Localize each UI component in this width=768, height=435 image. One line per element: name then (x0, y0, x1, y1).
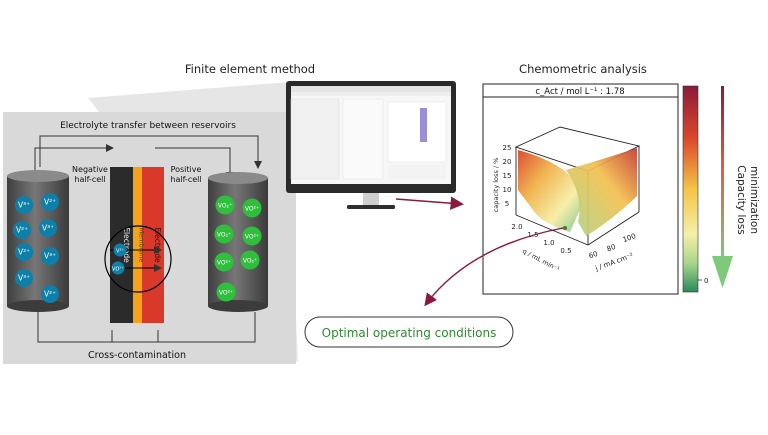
x-tick-1: 80 (606, 243, 617, 254)
negative-ion-3-bubble (39, 219, 57, 237)
z-tick-group: 25 20 15 10 5 (503, 144, 512, 208)
z-tick-0: 25 (503, 144, 512, 152)
plot-header: c_Act / mol L⁻¹ : 1.78 (535, 87, 624, 97)
negative-ion-7-label: V²⁺ (44, 290, 56, 299)
y-tick-3: 0.5 (560, 247, 571, 255)
z-tick-4: 5 (505, 200, 509, 208)
minimization-arrow-head (712, 256, 733, 288)
fem-title: Finite element method (185, 62, 315, 76)
plot-zlabel: capacity loss / % (492, 158, 500, 213)
optimal-conditions-label: Optimal operating conditions (322, 326, 497, 340)
negative-ion-5-label: V³⁺ (44, 252, 56, 261)
negative-ion-0-bubble (15, 196, 33, 214)
membrane-ion-group: V³⁺ VO²⁺ (111, 243, 127, 275)
arrow-label-line2: minimization (748, 166, 760, 234)
crossover-ion-0-label: V³⁺ (116, 249, 124, 255)
negative-ion-2-bubble (13, 221, 31, 239)
negative-ion-5-bubble (41, 247, 59, 265)
negative-reservoir (7, 170, 69, 312)
negative-ion-1-label: V²⁺ (44, 198, 56, 207)
positive-ion-0-bubble (215, 195, 235, 215)
arrow-label-line1: Capacity loss (735, 165, 747, 235)
crossover-ion-1-label: VO²⁺ (112, 267, 124, 273)
crosscontamination-label: Cross-contamination (88, 350, 186, 361)
positive-label-line1: Positive (171, 165, 202, 174)
positive-ion-4-label: VO²⁺ (217, 260, 231, 267)
monitor (286, 81, 456, 209)
crossover-ion-1-bubble (111, 261, 125, 275)
negative-ion-group: V³⁺ V²⁺ V²⁺ V³⁺ V²⁺ V³⁺ V³⁺ V²⁺ (13, 193, 59, 303)
negative-ion-1-bubble (41, 193, 59, 211)
transfer-neg-link (34, 144, 114, 180)
positive-ion-0-label: VO₂⁺ (218, 203, 232, 210)
chemometric-title: Chemometric analysis (519, 62, 647, 76)
positive-label-line2: half-cell (170, 175, 201, 184)
positive-ion-1-bubble (242, 198, 262, 218)
z-tick-3: 10 (503, 186, 512, 194)
membrane-label: Membrane (138, 228, 146, 263)
positive-ion-group: VO₂⁺ VO²⁺ VO₂⁺ VO²⁺ VO²⁺ VO₂⁺ VO²⁺ (214, 195, 262, 302)
positive-ion-3-label: VO²⁺ (245, 234, 259, 241)
transfer-pos-link (155, 147, 234, 180)
fem-to-plot-arrow (395, 196, 464, 210)
positive-ion-4-bubble (214, 252, 234, 272)
negative-ion-6-bubble (15, 269, 33, 287)
positive-ion-5-label: VO₂⁺ (243, 258, 257, 265)
negative-ion-4-bubble (15, 243, 33, 261)
transfer-loop-outer (39, 135, 262, 169)
transfer-label: Electrolyte transfer between reservoirs (60, 121, 236, 131)
positive-ion-5-bubble (240, 250, 260, 270)
negative-ion-3-label: V³⁺ (42, 224, 54, 233)
z-tick-2: 15 (503, 172, 512, 180)
colorbar (682, 85, 699, 293)
negative-ion-6-label: V³⁺ (18, 274, 30, 283)
crossover-ion-0-bubble (113, 243, 127, 257)
optimum-arrow (424, 227, 564, 307)
membrane (133, 167, 142, 323)
optimal-conditions-box (304, 316, 514, 348)
positive-ion-6-bubble (216, 282, 236, 302)
electrode-left-label: Electrode (122, 227, 131, 263)
negative-ion-0-label: V³⁺ (18, 201, 30, 210)
y-tick-2: 1.0 (543, 239, 554, 247)
positive-ion-2-label: VO₂⁺ (217, 232, 231, 239)
negative-label-line1: Negative (72, 165, 108, 174)
colorbar-zero-label: 0 (704, 277, 708, 285)
z-tick-1: 20 (503, 158, 512, 166)
positive-ion-6-label: VO²⁺ (219, 290, 233, 297)
negative-ion-7-bubble (41, 285, 59, 303)
positive-ion-3-bubble (242, 226, 262, 246)
electrode-right-label: Electrode (153, 227, 162, 263)
x-tick-0: 60 (588, 250, 599, 261)
optimum-point (563, 226, 567, 230)
negative-ion-4-label: V²⁺ (18, 248, 30, 257)
plot-surface (518, 148, 637, 236)
positive-ion-2-bubble (214, 224, 234, 244)
positive-electrode (142, 167, 164, 323)
negative-ion-2-label: V²⁺ (16, 226, 28, 235)
positive-ion-1-label: VO²⁺ (245, 206, 259, 213)
minimization-arrow-shaft (721, 86, 724, 258)
y-tick-0: 2.0 (511, 223, 522, 231)
crosscontamination-loop (37, 312, 256, 343)
negative-label-line2: half-cell (74, 175, 105, 184)
